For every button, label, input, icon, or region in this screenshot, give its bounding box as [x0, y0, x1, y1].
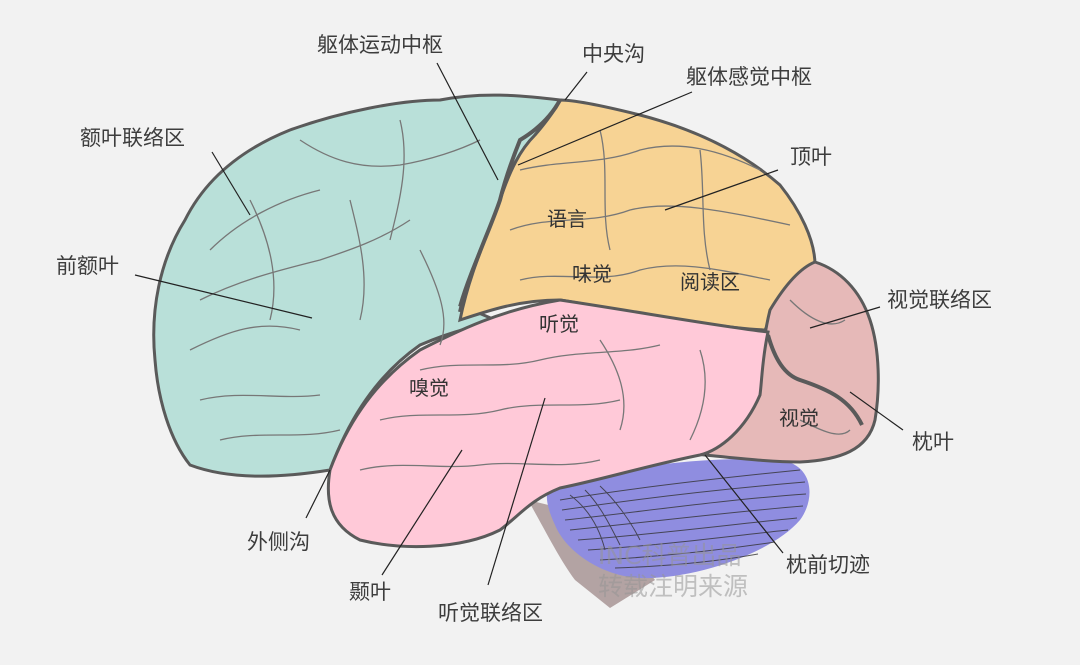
- label-lateral-sulcus: 外侧沟: [247, 530, 310, 554]
- gyri-lines: [189, 119, 851, 471]
- label-smell: 嗅觉: [409, 376, 449, 400]
- central-sulcus-line: [458, 99, 562, 313]
- label-taste: 味觉: [572, 262, 612, 286]
- label-hearing: 听觉: [539, 312, 579, 336]
- watermark-line1: INC科普出品: [598, 541, 742, 570]
- label-parietal-lobe: 顶叶: [790, 145, 832, 169]
- label-reading: 阅读区: [680, 270, 740, 294]
- temporal-lobe: [326, 298, 770, 549]
- label-vision: 视觉: [779, 406, 819, 430]
- leader-lines: [134, 62, 904, 586]
- label-temporal-lobe: 颞叶: [349, 580, 391, 604]
- label-language: 语言: [547, 207, 587, 231]
- label-visual-association: 视觉联络区: [887, 288, 992, 312]
- label-auditory-association: 听觉联络区: [438, 601, 543, 625]
- cerebellum-folds: [559, 469, 807, 569]
- label-motor-cortex: 躯体运动中枢: [317, 33, 443, 57]
- label-central-sulcus: 中央沟: [582, 42, 645, 66]
- label-somatosensory-cortex: 躯体感觉中枢: [686, 65, 812, 89]
- label-frontal-association: 额叶联络区: [80, 126, 185, 150]
- watermark-line2: 转载注明来源: [598, 572, 749, 602]
- label-occipital-lobe: 枕叶: [912, 430, 954, 454]
- watermark: INC科普出品 转载注明来源: [598, 540, 748, 603]
- label-prefrontal-lobe: 前额叶: [56, 254, 119, 278]
- label-preoccipital-notch: 枕前切迹: [786, 553, 870, 577]
